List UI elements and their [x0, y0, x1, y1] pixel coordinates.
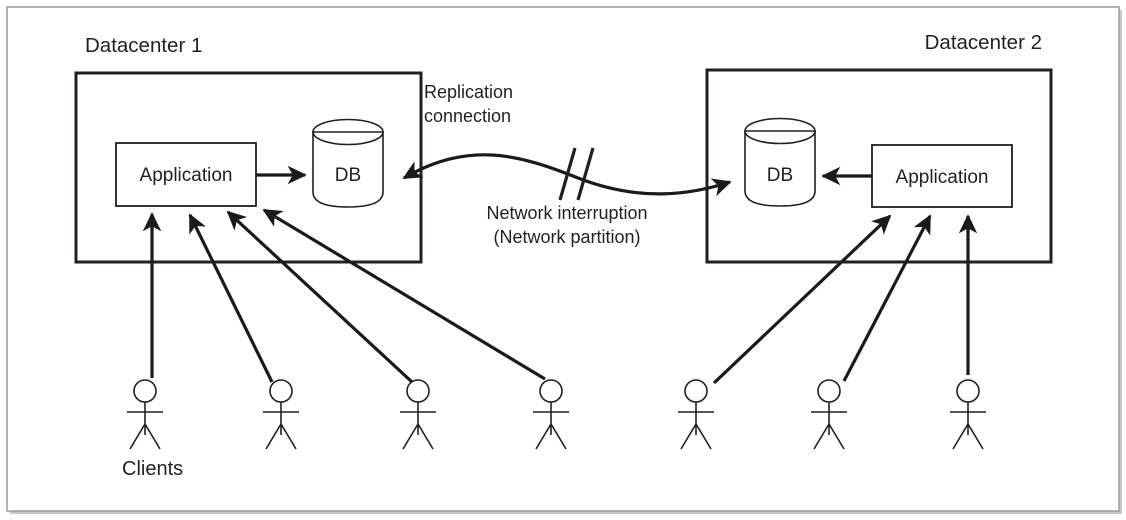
partition-break-mark-2 — [576, 147, 595, 201]
db-cylinder-right[interactable] — [744, 117, 816, 207]
partition-break-mark-1 — [558, 147, 577, 201]
application-box-right[interactable] — [871, 144, 1013, 208]
interruption-label-line2: (Network partition) — [493, 227, 640, 247]
client-figure-left-1[interactable] — [127, 379, 163, 450]
client-arrow-left-2 — [188, 213, 274, 383]
client-figure-left-4[interactable] — [533, 379, 569, 450]
application-label-right: Application — [896, 167, 989, 188]
replication-connection-curve — [402, 153, 732, 197]
replication-label-line2: connection — [424, 106, 511, 126]
client-arrow-left-4 — [262, 208, 546, 381]
client-figure-right-3[interactable] — [950, 379, 986, 450]
replication-label-line1: Replication — [424, 82, 513, 102]
interruption-label-line1: Network interruption — [486, 203, 647, 223]
db-label-right: DB — [767, 165, 793, 186]
datacenter-2-title: Datacenter 2 — [925, 31, 1042, 54]
client-arrow-left-3 — [226, 210, 414, 384]
client-figure-left-3[interactable] — [400, 379, 436, 450]
application-label-left: Application — [140, 165, 233, 186]
db-cylinder-left[interactable] — [312, 118, 384, 208]
client-figure-right-1[interactable] — [678, 379, 714, 450]
client-figure-right-2[interactable] — [811, 379, 847, 450]
datacenter-1-title: Datacenter 1 — [85, 34, 202, 57]
client-arrow-right-1 — [712, 214, 892, 385]
db-label-left: DB — [335, 165, 361, 186]
client-figure-left-2[interactable] — [263, 379, 299, 450]
client-arrow-right-2 — [842, 214, 932, 382]
application-box-left[interactable] — [115, 142, 257, 207]
clients-caption: Clients — [122, 458, 183, 480]
